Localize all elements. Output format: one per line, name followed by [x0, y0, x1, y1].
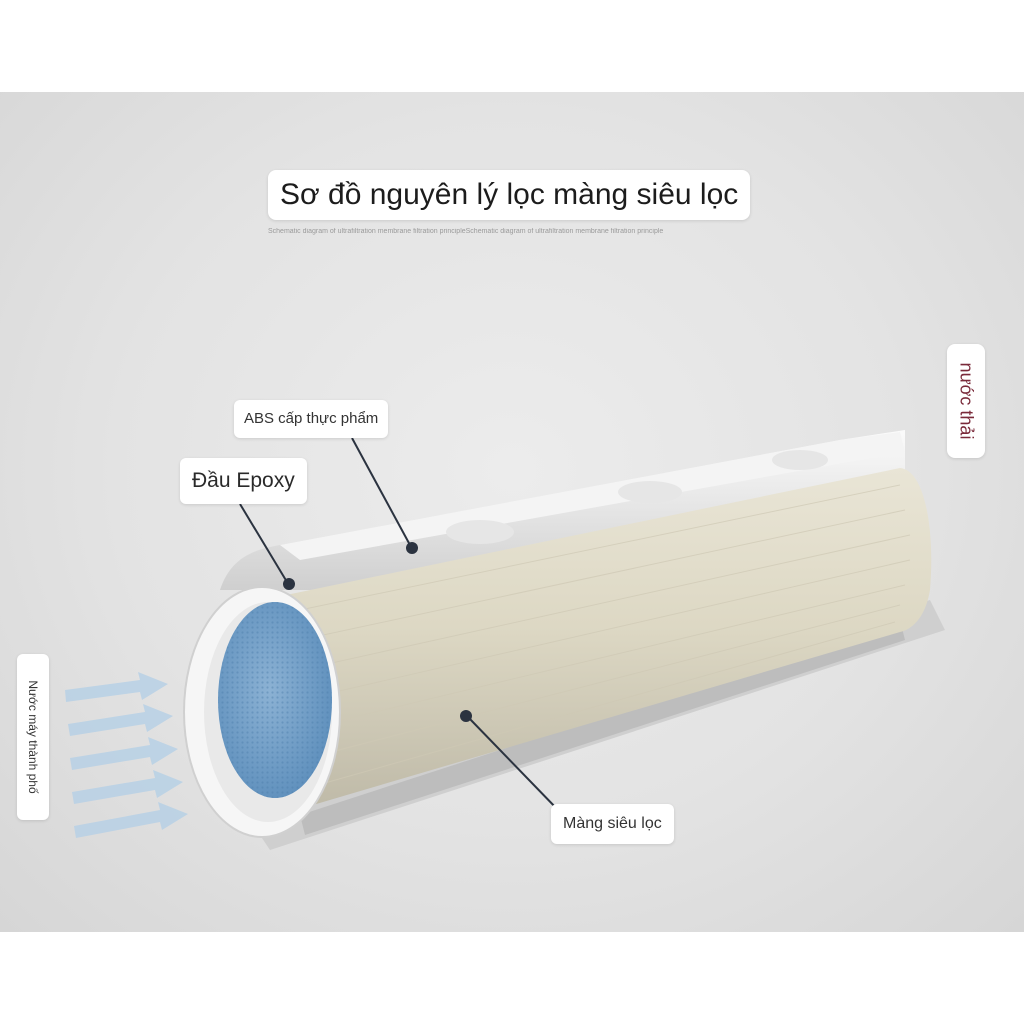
- arrow-1: [65, 672, 168, 702]
- dot-membrane: [460, 710, 472, 722]
- arrow-2: [68, 704, 173, 736]
- label-membrane: Màng siêu lọc: [551, 804, 674, 844]
- label-city-water: Nước máy thành phố: [17, 654, 49, 820]
- membrane-face-texture: [218, 602, 332, 798]
- label-waste-water-text: nước thải: [956, 363, 977, 440]
- dot-epoxy: [283, 578, 295, 590]
- dot-abs: [406, 542, 418, 554]
- arrow-4: [72, 770, 183, 804]
- label-epoxy: Đầu Epoxy: [180, 458, 307, 504]
- housing-bump-3: [772, 450, 828, 470]
- page-subtitle: Schematic diagram of ultrafiltration mem…: [268, 228, 758, 235]
- label-city-water-text: Nước máy thành phố: [26, 680, 40, 793]
- inlet-arrows: [65, 672, 188, 838]
- page-title: Sơ đồ nguyên lý lọc màng siêu lọc: [268, 170, 750, 220]
- label-abs: ABS cấp thực phẩm: [234, 400, 388, 438]
- housing-bump-2: [618, 481, 682, 503]
- arrow-5: [74, 802, 188, 838]
- label-waste-water: nước thải: [947, 344, 985, 458]
- arrow-3: [70, 737, 178, 770]
- housing-bump-1: [446, 520, 514, 544]
